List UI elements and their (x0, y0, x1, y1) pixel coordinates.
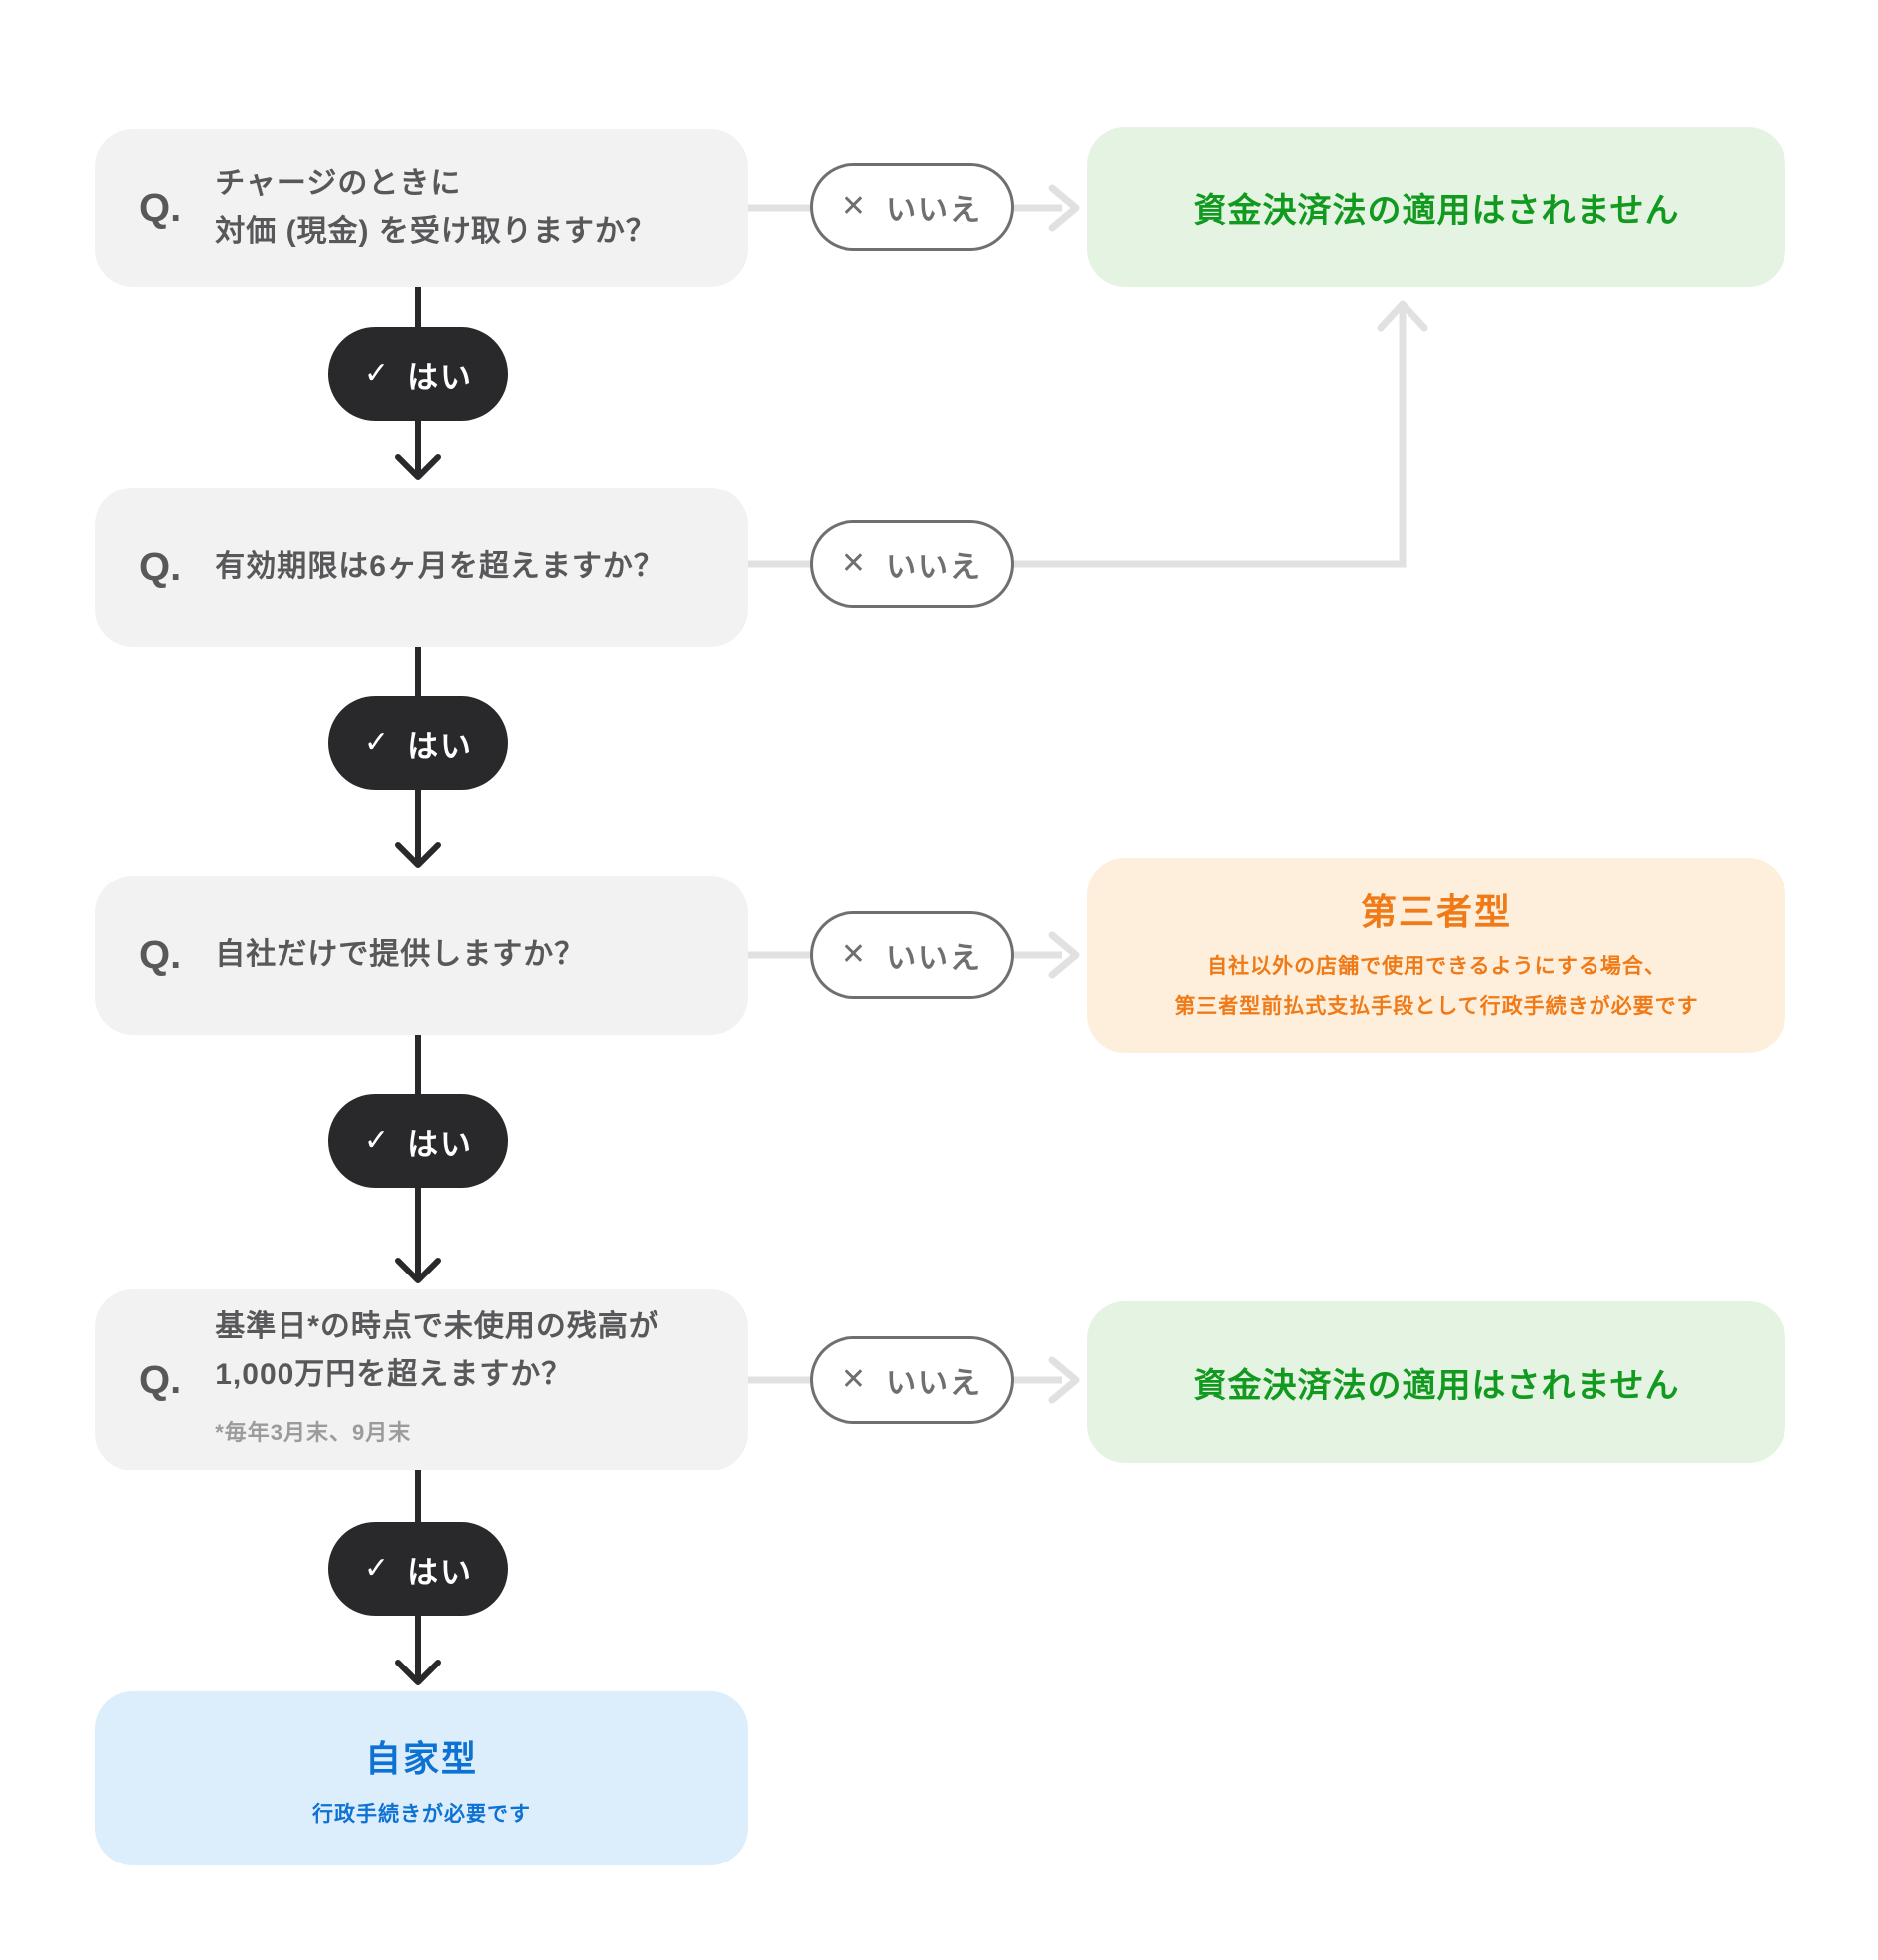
no-pill-2: ✕ いいえ (810, 520, 1014, 608)
yes-pill-4-label: はい (407, 1554, 473, 1590)
arrowhead-yes-3 (395, 1258, 441, 1283)
arrowhead-yes-2 (395, 842, 441, 868)
question-3-label: Q. (139, 932, 182, 977)
question-2-label: Q. (139, 544, 182, 589)
question-2-text: 有効期限は6ヶ月を超えますか？ (215, 543, 664, 591)
check-icon: ✓ (363, 1552, 390, 1585)
outcome-self-issued: 自家型 行政手続きが必要です (95, 1691, 748, 1865)
outcome-self-issued-body: 行政手続きが必要です (312, 1802, 531, 1826)
question-4-footnote: *毎年3月末、9月末 (215, 1420, 412, 1445)
yes-pill-3: ✓ はい (328, 1094, 508, 1188)
yes-pill-4: ✓ はい (328, 1522, 508, 1616)
question-3-text: 自社だけで提供しますか？ (215, 931, 585, 979)
check-icon: ✓ (363, 357, 390, 390)
yes-pill-1-label: はい (407, 359, 473, 395)
question-3-line-1: 自社だけで提供しますか？ (215, 938, 586, 971)
no-pill-4-label: いいえ (886, 1367, 983, 1400)
yes-pill-2: ✓ はい (328, 696, 508, 790)
x-icon: ✕ (841, 190, 867, 223)
outcome-third-party-title: 第三者型 (1360, 891, 1512, 932)
question-box-3: Q. 自社だけで提供しますか？ (95, 876, 748, 1035)
no-pill-3-label: いいえ (886, 942, 983, 975)
outcome-third-party-body-line-2: 第三者型前払式支払手段として行政手続きが必要です (1174, 995, 1699, 1018)
check-icon: ✓ (363, 1124, 390, 1157)
arrowhead-yes-1 (395, 454, 441, 480)
question-1-line-1: チャージのときに (215, 167, 462, 200)
question-box-2: Q. 有効期限は6ヶ月を超えますか？ (95, 488, 748, 647)
outcome-not-applicable-bottom-text: 資金決済法の適用はされません (1193, 1366, 1680, 1405)
x-icon: ✕ (841, 938, 867, 971)
yes-pill-2-label: はい (407, 728, 473, 764)
question-4-line-2: 1,000万円を超えますか？ (215, 1358, 573, 1391)
outcome-third-party-body-line-1: 自社以外の店舗で使用できるようにする場合、 (1207, 955, 1666, 978)
no-pill-1: ✕ いいえ (810, 163, 1014, 251)
question-4-label: Q. (139, 1357, 182, 1402)
no-pill-4: ✕ いいえ (810, 1336, 1014, 1424)
x-icon: ✕ (841, 1363, 867, 1396)
outcome-third-party-body: 自社以外の店舗で使用できるようにする場合、 第三者型前払式支払手段として行政手続… (1174, 947, 1698, 1027)
question-1-text: チャージのときに 対価 (現金) を受け取りますか？ (215, 160, 657, 256)
question-4-line-1: 基準日*の時点で未使用の残高が (215, 1310, 659, 1343)
check-icon: ✓ (363, 726, 390, 759)
arrowhead-yes-4 (395, 1660, 441, 1685)
question-1-line-2: 対価 (現金) を受け取りますか？ (215, 215, 657, 248)
question-1-label: Q. (139, 185, 182, 230)
outcome-self-issued-title: 自家型 (364, 1737, 478, 1779)
outcome-not-applicable-top-text: 資金決済法の適用はされません (1193, 191, 1680, 230)
no-pill-2-label: いいえ (886, 551, 983, 584)
yes-pill-3-label: はい (407, 1126, 473, 1162)
question-box-1: Q. チャージのときに 対価 (現金) を受け取りますか？ (95, 129, 748, 287)
no-pill-3: ✕ いいえ (810, 911, 1014, 999)
question-2-line-1: 有効期限は6ヶ月を超えますか？ (215, 550, 664, 583)
no-pill-1-label: いいえ (886, 194, 983, 227)
question-4-text: 基準日*の時点で未使用の残高が 1,000万円を超えますか？ *毎年3月末、9月… (215, 1303, 659, 1457)
arrowhead-no-4 (1048, 1356, 1080, 1404)
connector-no-2-elbow (1014, 308, 1407, 568)
yes-pill-1: ✓ はい (328, 327, 508, 421)
x-icon: ✕ (841, 547, 867, 580)
outcome-third-party: 第三者型 自社以外の店舗で使用できるようにする場合、 第三者型前払式支払手段とし… (1087, 858, 1785, 1053)
arrowhead-no-2 (1377, 300, 1428, 332)
arrowhead-no-1 (1048, 184, 1080, 232)
outcome-not-applicable-top: 資金決済法の適用はされません (1087, 127, 1785, 287)
question-box-4: Q. 基準日*の時点で未使用の残高が 1,000万円を超えますか？ *毎年3月末… (95, 1289, 748, 1470)
outcome-not-applicable-bottom: 資金決済法の適用はされません (1087, 1301, 1785, 1463)
arrowhead-no-3 (1048, 931, 1080, 979)
